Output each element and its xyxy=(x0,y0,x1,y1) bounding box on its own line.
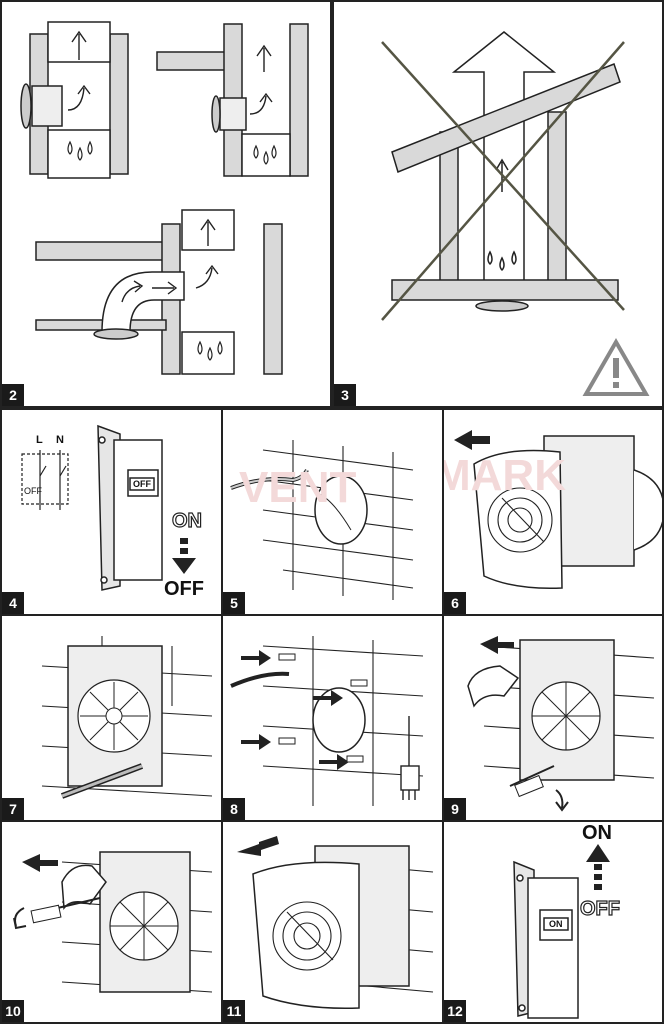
step-number: 6 xyxy=(444,592,466,614)
panel-4-switch-off: L N OFF OFF ON OFF 4 xyxy=(0,408,223,616)
step-number: 2 xyxy=(2,384,24,406)
up-arrow-icon xyxy=(586,844,610,890)
panel-12-switch-on: ON OFF ON 12 xyxy=(442,820,664,1024)
step-number: 5 xyxy=(223,592,245,614)
switch-label: ON xyxy=(549,919,563,929)
label-l: L xyxy=(36,434,43,446)
panel-8-drill-and-plugs: 8 xyxy=(221,614,444,822)
step-number: 11 xyxy=(223,1000,245,1022)
watermark-left: VENT xyxy=(239,463,356,512)
roof-duct-diagram xyxy=(381,31,650,396)
panel-3-incorrect-installation: 3 xyxy=(332,0,664,408)
screwdriver-icon xyxy=(509,765,569,812)
off-label: OFF xyxy=(579,897,620,920)
step-number: 12 xyxy=(444,1000,466,1022)
warning-icon xyxy=(582,337,650,396)
on-label: ON xyxy=(171,509,202,532)
right-arrow-icon xyxy=(237,836,279,856)
step-number: 9 xyxy=(444,798,466,820)
step-number: 4 xyxy=(2,592,24,614)
screwdriver-icon xyxy=(13,897,101,930)
label-n: N xyxy=(56,434,64,446)
panel-5-wall-opening: VENT 5 xyxy=(221,408,444,616)
step-number: 10 xyxy=(2,1000,24,1022)
duct-diagrams xyxy=(20,21,309,375)
panel-7-mark-holes: 7 xyxy=(0,614,223,822)
panel-10-connect-wires: 10 xyxy=(0,820,223,1024)
off-label: OFF xyxy=(164,578,204,600)
switch-label: OFF xyxy=(133,479,151,489)
step-number: 7 xyxy=(2,798,24,820)
panel-11-attach-cover: 11 xyxy=(221,820,444,1024)
step-number: 3 xyxy=(334,384,356,406)
step-number: 8 xyxy=(223,798,245,820)
panel-6-remove-cover: MARK 6 xyxy=(442,408,664,616)
watermark-right: MARK xyxy=(444,451,566,500)
left-arrow-icon xyxy=(22,854,58,872)
down-arrow-icon xyxy=(172,538,196,574)
left-arrow-icon xyxy=(454,430,490,450)
on-label: ON xyxy=(582,822,612,844)
drill-icon xyxy=(400,716,420,800)
label-off-small: OFF xyxy=(24,486,42,496)
panel-9-open-terminal-cover: 9 xyxy=(442,614,664,822)
left-arrow-icon xyxy=(480,636,514,654)
cross-mark xyxy=(381,41,625,321)
panel-2-duct-installation: 2 xyxy=(0,0,332,408)
